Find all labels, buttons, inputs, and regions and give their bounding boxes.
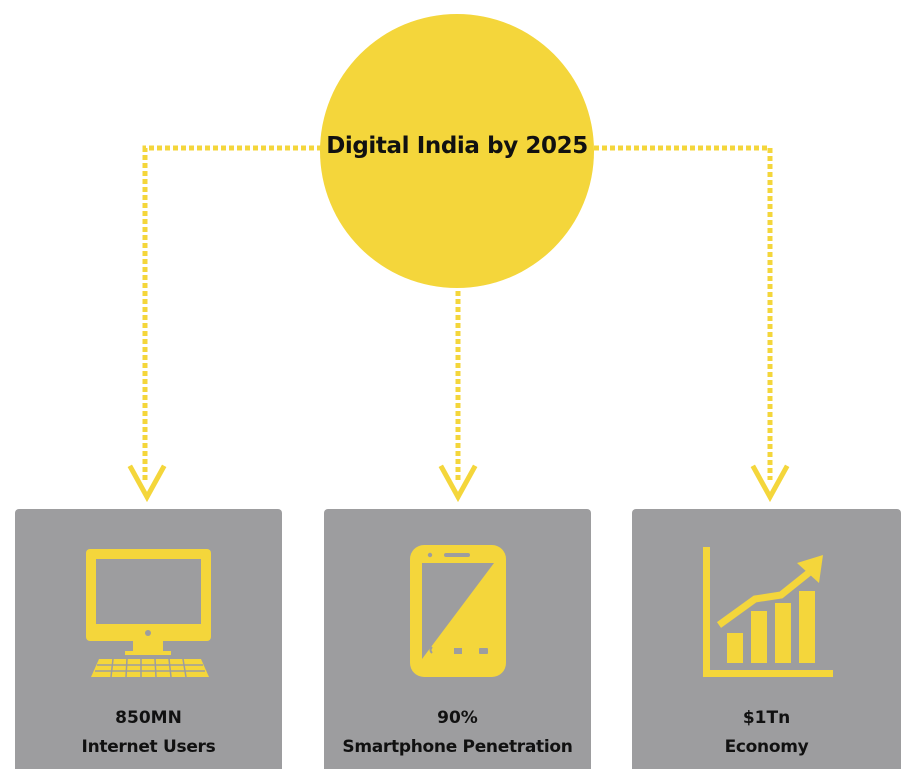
connector-right	[594, 145, 773, 480]
arrowhead-right	[750, 464, 790, 503]
card-label: Smartphone Penetration	[342, 737, 573, 757]
card-value: 850MN	[115, 708, 182, 728]
arrowhead-left	[127, 464, 167, 503]
card-value: 90%	[437, 708, 478, 728]
hub-circle	[320, 14, 594, 288]
hub-title: Digital India by 2025	[326, 133, 588, 159]
card-value: $1Tn	[742, 708, 791, 728]
card-economy: $1Tn Economy	[632, 509, 901, 769]
desktop-computer-icon	[85, 549, 211, 678]
card-smartphone-penetration: 90% Smartphone Penetration	[324, 509, 591, 769]
smartphone-icon	[409, 545, 506, 677]
connector-left	[142, 145, 322, 480]
card-label: Internet Users	[81, 737, 216, 757]
growth-chart-icon	[702, 547, 833, 677]
card-internet-users: 850MN Internet Users	[15, 509, 282, 769]
arrowhead-center	[438, 464, 478, 503]
card-label: Economy	[724, 737, 809, 757]
